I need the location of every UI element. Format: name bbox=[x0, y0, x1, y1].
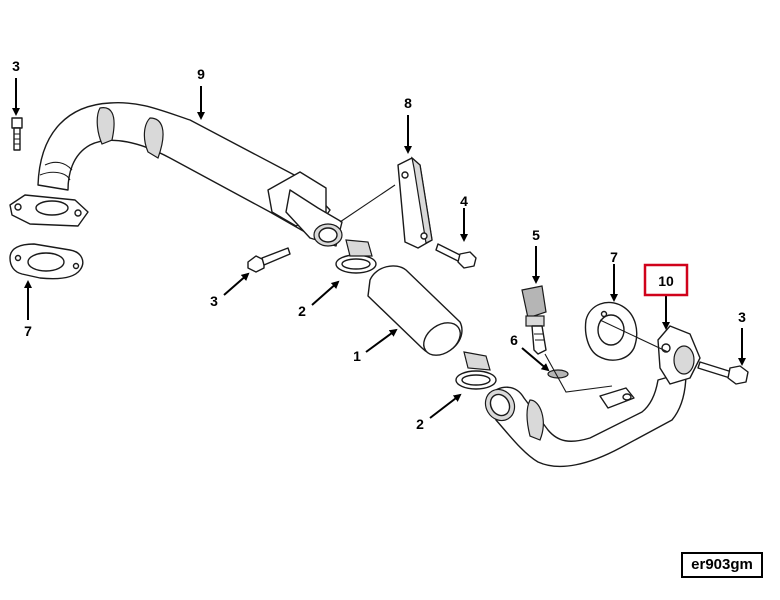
callout-6: 6 bbox=[510, 332, 518, 348]
callout-1: 1 bbox=[353, 348, 361, 364]
hose-clamp-lower-part-2 bbox=[455, 351, 497, 390]
upper-coolant-tube-part-9 bbox=[9, 102, 343, 247]
arrow-2-lower bbox=[429, 393, 462, 419]
callout-2-upper: 2 bbox=[298, 303, 306, 319]
bolt-right-part-3 bbox=[697, 361, 749, 385]
arrow-3-middle bbox=[223, 272, 250, 296]
arrow-6 bbox=[521, 347, 550, 372]
temperature-sensor-part-5 bbox=[521, 285, 547, 355]
lower-coolant-tube-part-10 bbox=[484, 325, 701, 468]
gasket-right-part-7 bbox=[584, 301, 638, 361]
gasket-left-part-7 bbox=[9, 243, 84, 280]
bolt-upper-left-part-3 bbox=[11, 117, 23, 151]
arrow-1 bbox=[365, 328, 398, 353]
callout-2-lower: 2 bbox=[416, 416, 424, 432]
bolt-middle-part-3 bbox=[247, 247, 291, 273]
callout-5: 5 bbox=[532, 227, 540, 243]
callout-4: 4 bbox=[460, 193, 468, 209]
support-bracket-part-8 bbox=[397, 156, 433, 249]
bolt-part-4 bbox=[435, 243, 477, 269]
callout-10: 10 bbox=[658, 273, 674, 289]
callout-3-upper-left: 3 bbox=[12, 58, 20, 74]
callout-7-right: 7 bbox=[610, 249, 618, 265]
diagram-reference-code: er903gm bbox=[681, 552, 763, 578]
arrow-2-upper bbox=[311, 280, 340, 306]
hose-clamp-upper-part-2 bbox=[335, 239, 377, 274]
callout-7-left: 7 bbox=[24, 323, 32, 339]
callout-3-middle: 3 bbox=[210, 293, 218, 309]
callout-8: 8 bbox=[404, 95, 412, 111]
callout-3-right: 3 bbox=[738, 309, 746, 325]
highlight-box-part-10 bbox=[643, 263, 689, 297]
callout-9: 9 bbox=[197, 66, 205, 82]
hose-part-1 bbox=[367, 265, 463, 356]
